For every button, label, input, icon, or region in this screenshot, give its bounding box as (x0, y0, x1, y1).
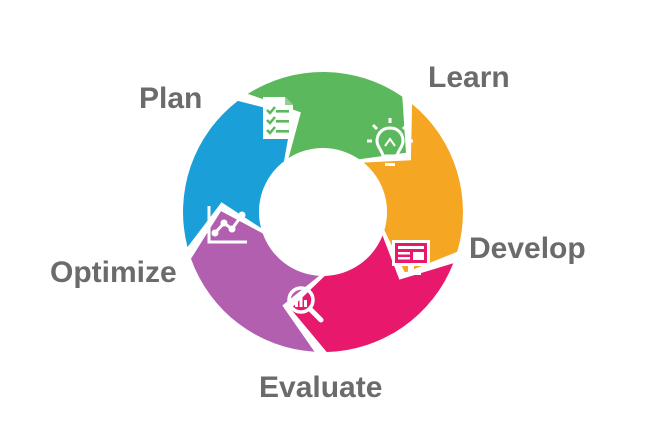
lightbulb-icon (367, 118, 413, 166)
stage-label-learn: Learn (428, 61, 510, 94)
checklist-document-icon (263, 97, 293, 139)
segment-develop (290, 235, 454, 352)
stage-label-optimize: Optimize (50, 256, 177, 289)
center-hub (260, 149, 386, 275)
magnifier-chart-icon (287, 286, 324, 323)
segment-evaluate (191, 211, 320, 352)
stage-label-plan: Plan (139, 82, 203, 115)
stage-label-develop: Develop (469, 232, 586, 265)
line-chart-icon (207, 206, 247, 244)
monitor-icon (392, 240, 430, 275)
segment-plan (247, 71, 406, 160)
segment-learn (363, 104, 463, 273)
stage-label-evaluate: Evaluate (259, 371, 383, 404)
